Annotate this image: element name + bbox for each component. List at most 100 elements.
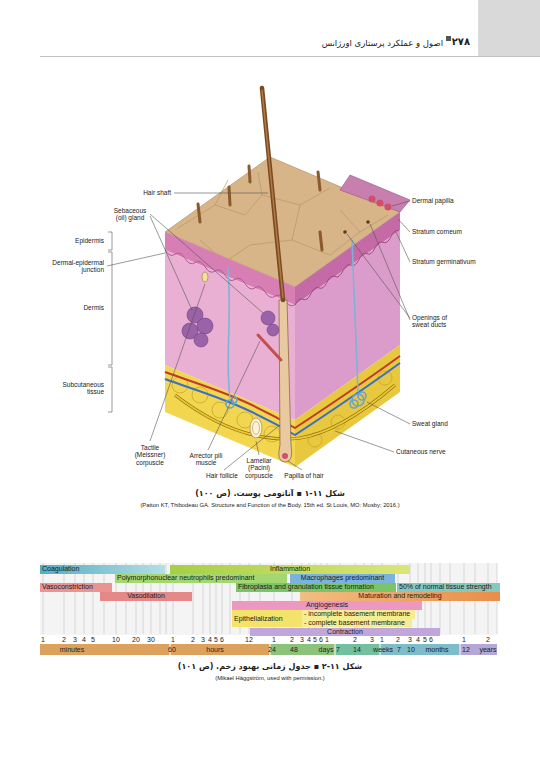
timeline-chart — [40, 563, 497, 655]
skin-illustration-part-part — [358, 392, 366, 400]
axis-unit: minutes — [60, 646, 85, 654]
skin-illustration-part — [262, 88, 283, 300]
figure-caption: شکل ۱۱-۱ ▪ آناتومی پوست. (ص ۱۰۰) — [195, 489, 345, 498]
leader-lines-part — [396, 232, 410, 262]
band-text: Coagulation — [42, 565, 79, 574]
timeline-chart-part — [40, 563, 497, 635]
skin-illustration-part-part — [267, 324, 279, 336]
timeline-band: Vasodilation — [100, 592, 192, 601]
running-header-decor-part — [40, 56, 540, 57]
skin-illustration-part — [385, 204, 392, 211]
leader-lines — [107, 193, 410, 470]
axis-tick: 4 — [307, 636, 311, 644]
axis-tick: 3 — [370, 636, 374, 644]
band-text: Polymorphonuclear neutrophils predominan… — [117, 574, 254, 583]
skin-illustration-part — [279, 300, 292, 462]
axis-unit: 7 — [336, 646, 340, 654]
running-head: اصول و عملکرد پرستاری اورژانس — [322, 39, 443, 49]
timeline-chart-part — [460, 644, 497, 655]
band-text: Vasodilation — [127, 592, 165, 601]
axis-tick: 1 — [462, 636, 466, 644]
axis-tick: 5 — [313, 636, 317, 644]
axis-tick: 6 — [429, 636, 433, 644]
part-label: Dermal-epidermal junction — [48, 259, 104, 274]
skin-illustration-part-part — [198, 204, 200, 222]
skin-illustration-part — [226, 392, 366, 408]
skin-illustration-part — [366, 220, 370, 224]
part-label: Openings of sweat ducts — [412, 314, 454, 329]
skin-illustration-part — [258, 335, 281, 360]
part-label: Tactile (Meissner) corpuscle — [132, 444, 168, 466]
band-text: Inflammation — [270, 565, 310, 574]
axis-tick: 3 — [300, 636, 304, 644]
timeline-band: Coagulation — [40, 565, 165, 574]
skin-illustration-part-part — [197, 318, 213, 334]
source-note: (Mikael Häggström, used with permission.… — [215, 675, 325, 682]
axis-unit: 7 — [397, 646, 401, 654]
leader-lines-part — [208, 341, 260, 450]
timeline-chart-part — [43, 563, 497, 634]
skin-illustration-part — [343, 230, 347, 234]
part-label: Stratum corneum — [412, 228, 462, 235]
running-header-decor-part — [478, 0, 540, 56]
timeline-band: Angiogenesis — [232, 601, 422, 610]
leader-lines-part — [174, 193, 268, 194]
skin-illustration-part-part — [194, 333, 208, 347]
axis-tick: 5 — [423, 636, 427, 644]
part-label: Cutaneous nerve — [396, 448, 446, 455]
axis-tick: 12 — [245, 636, 253, 644]
timeline-chart-part — [40, 644, 270, 655]
skin-illustration-part-part — [320, 232, 322, 250]
band-text: Fibroplasia and granulation tissue forma… — [238, 583, 374, 592]
axis-tick: 10 — [112, 636, 120, 644]
leader-lines-part — [335, 431, 394, 452]
axis-tick: 4 — [82, 636, 86, 644]
band-text: Macrophages predominant — [301, 574, 384, 583]
axis-tick: 2 — [191, 636, 195, 644]
leader-lines-part — [398, 219, 410, 232]
skin-illustration-part — [295, 345, 400, 467]
axis-tick: 1 — [171, 636, 175, 644]
timeline-band: Maturation and remodeling — [300, 592, 500, 601]
leader-lines-part — [367, 402, 410, 424]
part-label: Dermal papilla — [412, 197, 454, 204]
band-text: Contraction — [327, 628, 363, 636]
band-text: Angiogenesis — [306, 601, 348, 610]
leader-lines-part — [108, 252, 112, 365]
leader-lines-part — [256, 441, 259, 455]
band-text: - complete basement membrane — [304, 619, 405, 628]
timeline-band: - incomplete basement membrane — [302, 610, 415, 619]
axis-tick: 4 — [416, 636, 420, 644]
part-label: Lamellar (Pacini) corpuscle — [241, 457, 277, 479]
timeline-band: Epithelialization — [232, 610, 302, 627]
axis-tick: 5 — [91, 636, 95, 644]
leader-lines-part — [150, 284, 205, 441]
band-text: Epithelialization — [234, 610, 283, 627]
skin-illustration — [165, 88, 410, 467]
skin-illustration-part — [250, 418, 262, 438]
axis-unit: 10 — [407, 646, 415, 654]
skin-illustration-part — [228, 268, 230, 398]
timeline-band: Polymorphonuclear neutrophils predominan… — [115, 574, 287, 583]
leader-lines-part — [288, 461, 302, 470]
timeline-band: Macrophages predominant — [290, 574, 395, 583]
timeline-band: Vasoconstriction — [40, 583, 112, 592]
part-label: Arrector pili muscle — [189, 452, 223, 467]
skin-illustration-part — [340, 175, 410, 212]
part-label: Hair shaft — [143, 189, 171, 196]
skin-illustration-part-part — [261, 311, 275, 325]
timeline-chart-part — [170, 644, 460, 655]
leader-lines-part — [150, 216, 192, 310]
axis-tick: 6 — [319, 636, 323, 644]
leader-lines-part — [108, 232, 112, 250]
axis-tick: 20 — [132, 636, 140, 644]
part-label: Sebaceous (oil) gland — [111, 207, 149, 222]
axis-unit: 12 — [462, 646, 470, 654]
band-text: Vasoconstriction — [42, 583, 93, 592]
axis-unit: weeks — [373, 646, 393, 654]
part-label: Hair follicle — [206, 472, 238, 479]
skin-illustration-part-part — [350, 400, 358, 408]
timeline-band: - complete basement membrane — [302, 619, 412, 628]
band-text: - incomplete basement membrane — [304, 610, 410, 619]
